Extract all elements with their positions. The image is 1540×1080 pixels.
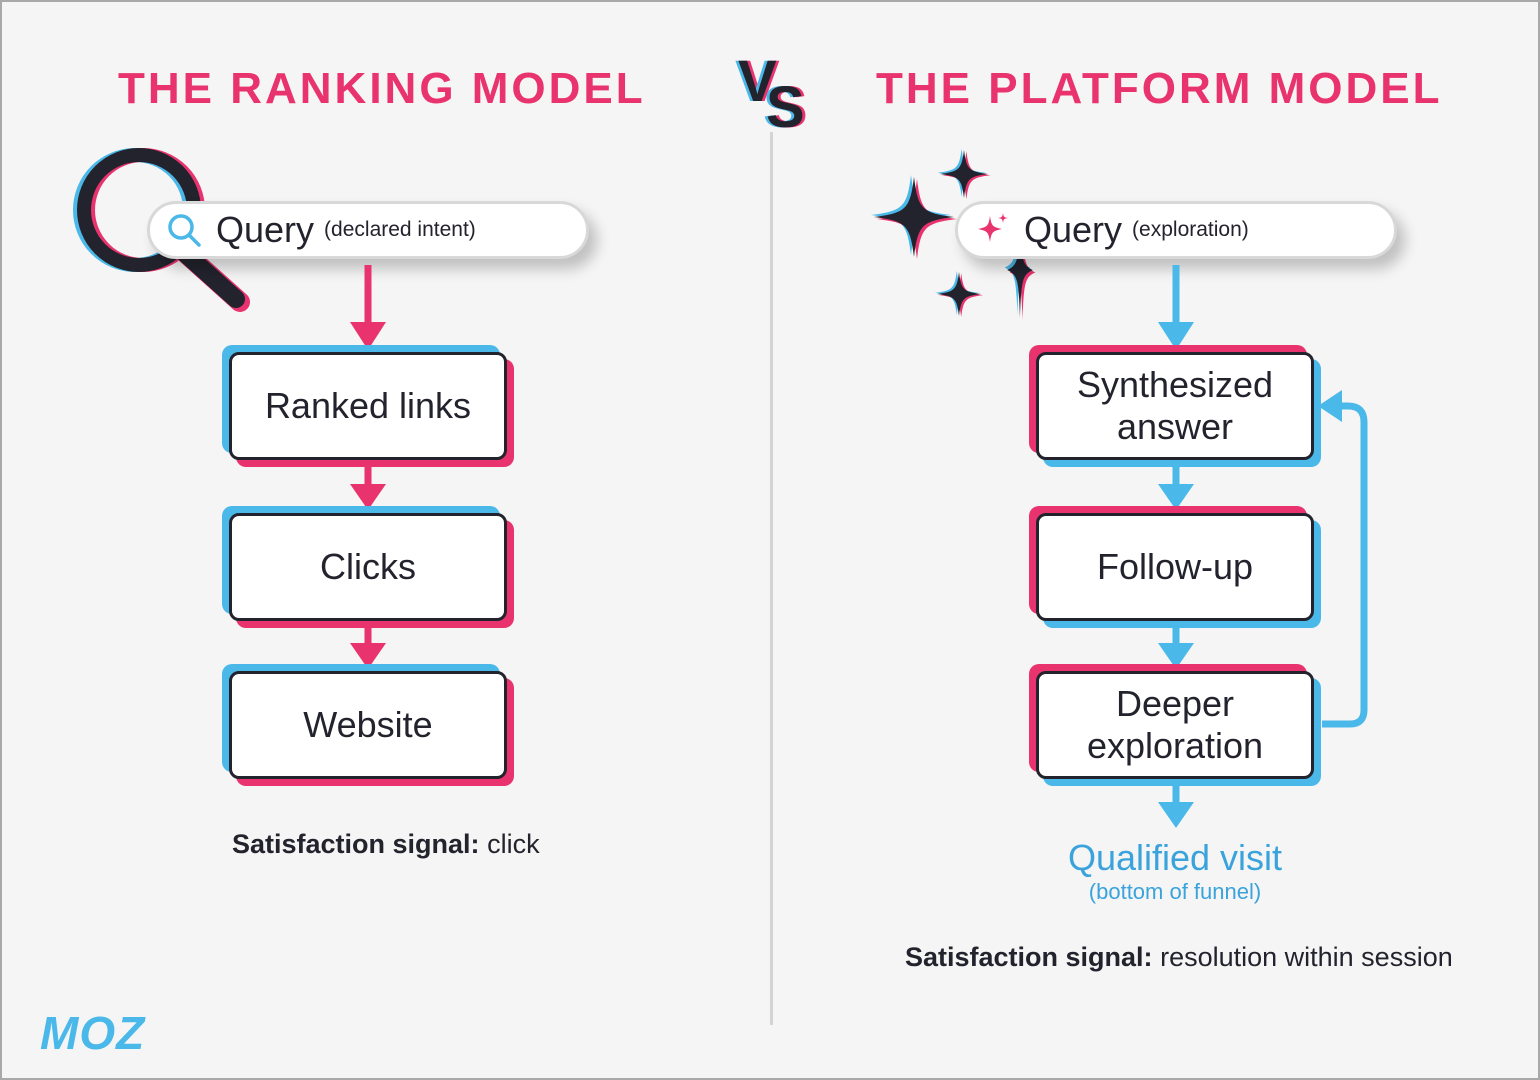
right-query-bar: Query (exploration): [955, 201, 1397, 259]
outcome-title: Qualified visit: [1067, 837, 1283, 878]
moz-logo: MOZ: [40, 1007, 146, 1059]
step-deeper-exploration: Deeper exploration: [1036, 671, 1314, 779]
step-label: Website: [303, 704, 433, 745]
vs-mark: V S: [736, 49, 816, 140]
step-label: Ranked links: [264, 385, 472, 426]
sparkle-icon: [978, 213, 1008, 242]
step-follow-up: Follow-up: [1036, 513, 1314, 621]
vs-s: S: [766, 75, 805, 140]
left-query-bar: Query (declared intent): [147, 201, 589, 259]
outcome-subtitle: (bottom of funnel): [1088, 879, 1262, 904]
left-title: THE RANKING MODEL: [118, 64, 646, 113]
signal-label: Satisfaction signal:: [905, 942, 1153, 972]
right-query-label: Query: [1024, 209, 1123, 250]
signal-value: resolution within session: [1160, 942, 1453, 972]
left-query-sub: (declared intent): [324, 218, 476, 241]
right-satisfaction-signal: Satisfaction signal: resolution within s…: [905, 942, 1453, 973]
center-divider: [770, 132, 773, 1025]
step-clicks: Clicks: [229, 513, 507, 621]
step-label: Synthesized answer: [1076, 364, 1274, 447]
left-satisfaction-signal: Satisfaction signal: click: [232, 829, 540, 860]
step-website: Website: [229, 671, 507, 779]
signal-label: Satisfaction signal:: [232, 829, 480, 859]
step-synthesized-answer: Synthesized answer: [1036, 352, 1314, 460]
step-label: Deeper exploration: [1086, 683, 1264, 766]
right-title: THE PLATFORM MODEL: [876, 64, 1443, 113]
step-label: Follow-up: [1096, 546, 1254, 587]
step-ranked-links: Ranked links: [229, 352, 507, 460]
vs-v: V: [738, 49, 777, 114]
left-query-label: Query: [216, 209, 315, 250]
loop-arrow: [1318, 390, 1368, 728]
signal-value: click: [487, 829, 540, 859]
right-query-sub: (exploration): [1132, 218, 1249, 241]
sparkles-icon: [871, 148, 1036, 321]
right-arrows: [1158, 265, 1194, 828]
search-icon: [168, 214, 201, 247]
step-label: Clicks: [320, 546, 416, 587]
left-arrows: [350, 265, 386, 669]
